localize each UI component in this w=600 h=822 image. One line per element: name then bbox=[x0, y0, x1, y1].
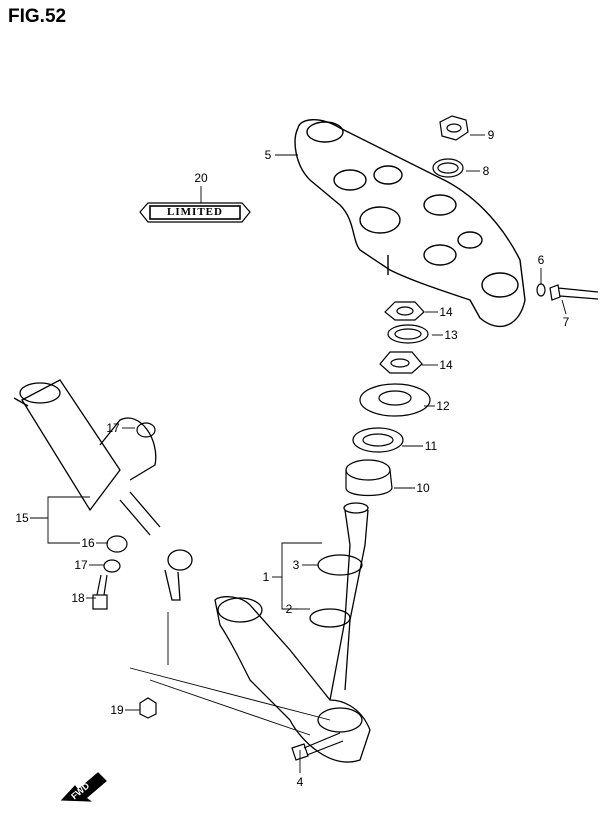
callout-16: 16 bbox=[81, 536, 95, 550]
washer-6 bbox=[536, 283, 546, 297]
washer-17a bbox=[136, 422, 156, 438]
callout-17a: 17 bbox=[106, 421, 120, 435]
callout-15: 15 bbox=[15, 511, 29, 525]
lower-bracket bbox=[214, 502, 371, 763]
callout-9: 9 bbox=[487, 128, 495, 142]
callout-1: 1 bbox=[262, 570, 270, 584]
callout-14b: 14 bbox=[439, 358, 453, 372]
steering-damper bbox=[13, 379, 193, 601]
callout-20: 20 bbox=[194, 171, 208, 185]
callout-3: 3 bbox=[292, 558, 300, 572]
callout-2: 2 bbox=[285, 602, 293, 616]
figure-title: FIG.52 bbox=[8, 6, 67, 27]
callout-8: 8 bbox=[482, 164, 490, 178]
washer-17b bbox=[103, 559, 121, 573]
bolt-18 bbox=[92, 574, 108, 610]
callout-18: 18 bbox=[71, 591, 85, 605]
bolt-7 bbox=[549, 284, 599, 301]
callout-11: 11 bbox=[424, 439, 438, 453]
callout-14a: 14 bbox=[439, 305, 453, 319]
callout-19: 19 bbox=[110, 703, 124, 717]
callout-17b: 17 bbox=[74, 558, 88, 572]
limited-badge bbox=[139, 202, 251, 223]
callout-5: 5 bbox=[264, 148, 272, 162]
callout-13: 13 bbox=[444, 328, 458, 342]
nut-9 bbox=[439, 115, 469, 141]
bolt-4 bbox=[291, 732, 344, 761]
callout-4: 4 bbox=[296, 775, 304, 789]
fwd-arrow-icon bbox=[60, 772, 107, 802]
washer-16 bbox=[106, 535, 128, 553]
badge-label: LIMITED bbox=[167, 206, 223, 218]
upper-bracket bbox=[294, 119, 526, 328]
washer-8 bbox=[432, 158, 464, 178]
callout-12: 12 bbox=[436, 399, 450, 413]
callout-6: 6 bbox=[537, 253, 545, 267]
nut-19 bbox=[139, 697, 157, 719]
stem-stack bbox=[345, 301, 431, 497]
leader-lines bbox=[30, 134, 567, 773]
callout-10: 10 bbox=[416, 481, 430, 495]
callout-7: 7 bbox=[562, 315, 570, 329]
